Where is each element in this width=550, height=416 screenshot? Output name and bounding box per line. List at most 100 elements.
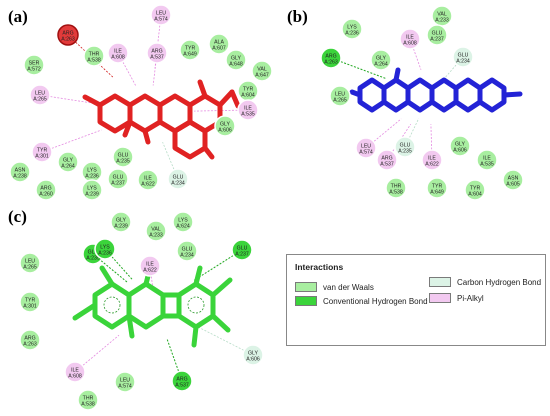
residue-code: ARG [151,49,162,55]
residue-circle [171,370,193,392]
residue-code: ILE [483,156,491,162]
residue-code: LEU [335,92,345,98]
residue-id: A:265 [333,98,347,104]
residue-circle [81,179,103,201]
residue-id: A:608 [68,374,82,380]
residue-id: A:237 [111,181,125,187]
residue-circle [19,329,41,351]
interactions-legend: Interactions van der Waals Conventional … [286,254,546,346]
residue-circle [19,291,41,313]
residue-circle [214,115,236,137]
legend-label-pi: Pi-Alkyl [457,293,484,303]
residue-circle [137,169,159,191]
residue-id: A:535 [241,112,255,118]
residue-code: ILE [146,262,154,268]
residue-code: ILE [71,368,79,374]
residue-code: GLY [248,351,259,357]
residue-id: A:537 [150,55,164,61]
residue-id: A:574 [359,150,373,156]
residue-code: TYR [185,46,196,52]
residue-code: THR [89,52,100,58]
panel-a-label: (a) [8,7,28,26]
residue-code: GLY [220,122,231,128]
residue-circle [421,149,443,171]
residue-circle [355,137,377,159]
residue-id: A:608 [111,55,125,61]
residue-id: A:264 [374,62,388,68]
residue-code: ILE [406,35,414,41]
residue-id: A:264 [61,164,75,170]
legend-label-hbond: Conventional Hydrogen Bond [323,296,428,306]
residue-id: A:235 [398,149,412,155]
residue-circle [426,177,448,199]
residue-circle [341,18,363,40]
residue-id: A:649 [430,190,444,196]
residue-circle [9,161,31,183]
ligand-c-structure [72,265,233,348]
residue-id: A:238 [13,174,27,180]
residue-circle [35,179,57,201]
residue-circle [167,168,189,190]
residue-code: ILE [428,156,436,162]
residue-code: GLU [400,143,411,149]
residue-code: THR [391,184,402,190]
interaction-line-b-arg-a263 [330,57,386,79]
residue-circle [452,46,474,68]
residue-circle [320,47,342,69]
residue-code: TYR [243,87,254,93]
ligand-c-aromatic-rings [103,296,205,314]
residue-id: A:263 [324,60,338,66]
residue-circle [94,238,116,260]
residue-code: LEU [25,259,35,265]
residue-circle [225,49,247,71]
residue-code: GLU [118,153,129,159]
residue-code: ASN [15,168,26,174]
residue-code: SER [29,61,40,67]
residue-id: A:572 [27,67,41,73]
residue-code: GLY [116,218,127,224]
residue-id: A:263 [23,342,37,348]
residue-code: ARG [176,377,187,383]
residue-id: A:535 [480,162,494,168]
residue-id: A:647 [255,73,269,79]
residue-id: A:622 [141,182,155,188]
residue-code: ALA [214,40,224,46]
residue-circle [23,54,45,76]
interaction-line-a-glu-a234 [162,141,179,180]
residue-code: GLU [237,246,248,252]
residue-id: A:624 [176,224,190,230]
residue-id: A:648 [229,62,243,68]
residue-id: A:236 [85,174,99,180]
residue-code: ARG [40,186,51,192]
residue-id: A:234 [171,181,185,187]
residue-circle [231,239,253,261]
residue-id: A:537 [175,383,189,389]
residue-code: GLU [173,175,184,181]
residue-circle [83,45,105,67]
residue-code: LEU [35,91,45,97]
legend-swatch-hbond [295,296,317,306]
residue-id: A:265 [33,97,47,103]
residue-code: TYR [432,184,443,190]
panel-b-label: (b) [287,7,308,26]
residue-code: ARG [62,31,73,37]
residue-circle [57,24,79,46]
residue-circle [385,177,407,199]
residue-circle [64,361,86,383]
residue-circle [112,146,134,168]
residue-code: GLU [432,31,443,37]
